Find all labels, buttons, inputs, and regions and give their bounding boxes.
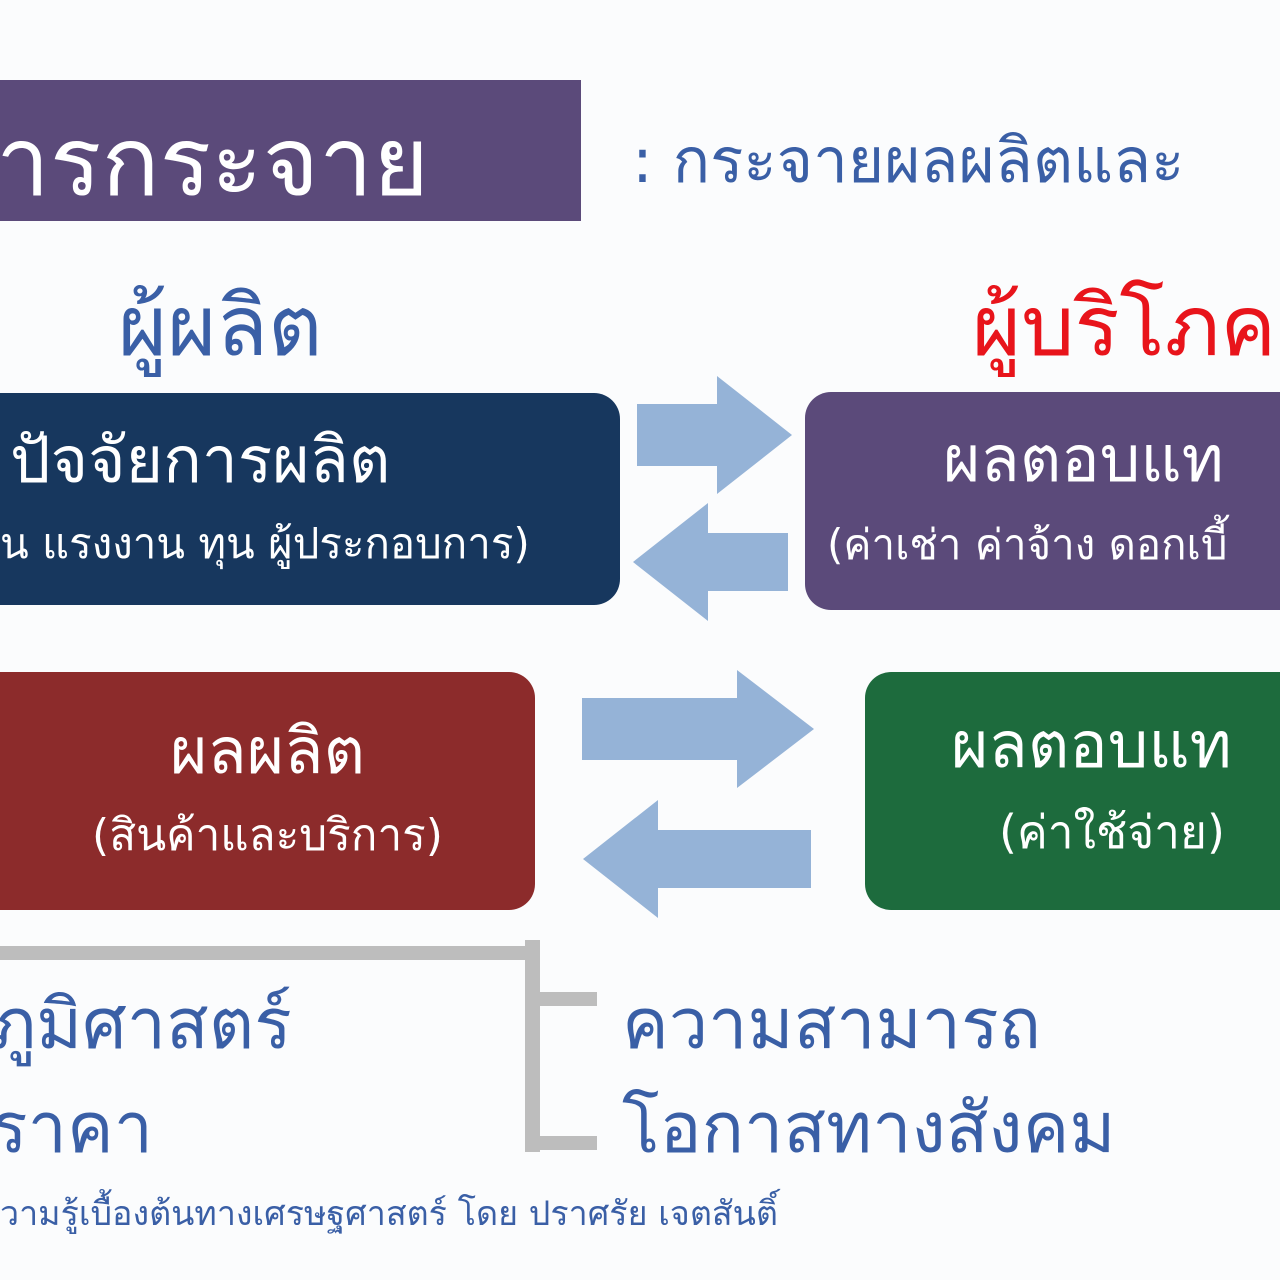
factors-title: ปัจจัยการผลิต	[10, 424, 391, 498]
arrow-left-icon	[633, 503, 788, 621]
title-banner: ารกระจาย	[0, 80, 581, 221]
left-factor: ภูมิศาสตร์	[0, 983, 292, 1065]
footer-credit: วามรู้เบื้องต้นทางเศรษฐศาสตร์ โดย ปราศรั…	[0, 1194, 778, 1234]
right-factor: โอกาสทางสังคม	[622, 1087, 1116, 1169]
factors-box: ปัจจัยการผลิต น แรงงาน ทุน ผู้ประกอบการ)	[0, 393, 620, 605]
bracket-line	[525, 940, 540, 1152]
right-factor: ความสามารถ	[622, 983, 1042, 1065]
left-factor: ราคา	[0, 1087, 154, 1169]
returns-box: ผลตอบแท (ค่าเช่า ค่าจ้าง ดอกเบี้	[805, 392, 1280, 610]
arrow-right-icon	[637, 376, 792, 494]
expense-title: ผลตอบแท	[951, 709, 1232, 783]
factors-detail: น แรงงาน ทุน ผู้ประกอบการ)	[0, 519, 530, 568]
arrow-left-icon	[583, 800, 811, 918]
returns-detail: (ค่าเช่า ค่าจ้าง ดอกเบี้	[827, 520, 1228, 569]
output-box: ผลผลิต (สินค้าและบริการ)	[0, 672, 535, 910]
arrow-right-icon	[582, 670, 814, 788]
expense-detail: (ค่าใช้จ่าย)	[999, 805, 1225, 859]
bracket-line	[525, 992, 597, 1006]
subtitle: : กระจายผลผลิตและ	[632, 124, 1185, 197]
returns-title: ผลตอบแท	[943, 423, 1224, 497]
producer-label: ผู้ผลิต	[118, 277, 323, 375]
title-text: ารกระจาย	[0, 106, 430, 218]
consumer-label: ผู้บริโภค	[972, 277, 1277, 375]
bracket-line	[0, 946, 540, 960]
output-detail: (สินค้าและบริการ)	[92, 810, 443, 861]
output-title: ผลผลิต	[170, 715, 365, 789]
expense-box: ผลตอบแท (ค่าใช้จ่าย)	[865, 672, 1280, 910]
bracket-line	[525, 1136, 597, 1150]
